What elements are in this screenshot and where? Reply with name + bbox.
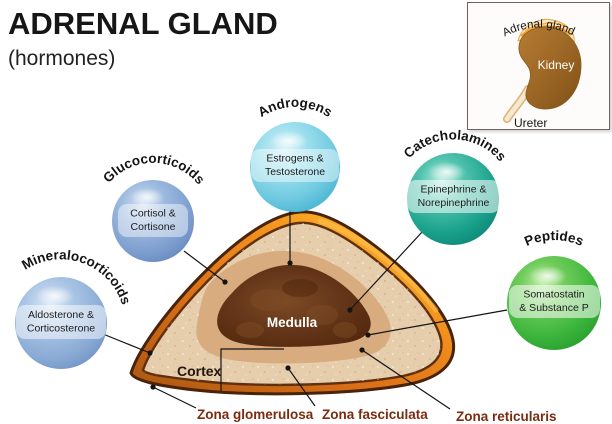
page-subtitle: (hormones) xyxy=(8,46,116,70)
kidney-shape xyxy=(518,26,582,110)
sphere-shine xyxy=(529,266,567,286)
ureter-tube-inner xyxy=(504,86,531,122)
medulla-label: Medulla xyxy=(267,315,318,330)
hormone-pill xyxy=(251,149,339,182)
hormone-line1: Estrogens & xyxy=(266,153,323,165)
hormone-pill xyxy=(407,180,500,213)
kidney-inset-illustration: Adrenal gland Kidney Ureter xyxy=(501,18,582,130)
hormone-ball-mineralocorticoids: Aldosterone & Corticosterone Mineralocor… xyxy=(15,247,134,369)
leader-line-mineralocorticoids xyxy=(102,333,151,354)
page-title: ADRENAL GLAND xyxy=(8,6,278,41)
title-block: ADRENAL GLAND (hormones) xyxy=(8,6,278,71)
ball-title-peptides: Peptides xyxy=(522,228,586,249)
inset-ureter-label: Ureter xyxy=(514,116,547,129)
zona-glomerulosa-label: Zona glomerulosa xyxy=(197,407,314,422)
cortex-bracket-line xyxy=(220,348,284,391)
pointer-dot-glucocorticoids xyxy=(222,279,228,285)
zona-fasciculata-label: Zona fasciculata xyxy=(322,407,428,422)
hormone-line2: Norepinephrine xyxy=(418,197,490,209)
pointer-dot-zona-glomerulosa xyxy=(150,384,156,390)
hormone-ball-peptides: Somatostatin & Substance P Peptides xyxy=(507,228,601,350)
hormone-line2: Testosterone xyxy=(265,166,325,178)
sphere-shine xyxy=(428,162,466,182)
hormone-pill xyxy=(118,204,188,237)
leader-line-zona-fasciculata xyxy=(287,367,316,407)
hormone-line2: Corticosterone xyxy=(27,323,95,335)
hormone-line2: & Substance P xyxy=(519,302,588,314)
hormone-line1: Aldosterone & xyxy=(28,309,94,321)
inset-kidney-label: Kidney xyxy=(538,58,575,72)
pointer-dot-zona-reticularis xyxy=(359,347,365,353)
leader-line-glucocorticoids xyxy=(183,250,226,283)
pointer-dot-zona-fasciculata xyxy=(285,365,291,371)
pointer-dot-catecholamines xyxy=(347,307,353,313)
capsule-highlight xyxy=(317,218,439,313)
kidney-inset-panel: Adrenal gland Kidney Ureter xyxy=(467,2,610,130)
ball-title-androgens: Androgens xyxy=(255,95,335,120)
sphere-shine xyxy=(270,131,308,151)
hormone-line1: Epinephrine & xyxy=(421,184,487,196)
pointer-dot-peptides xyxy=(365,332,371,338)
medulla-mottling xyxy=(236,279,357,338)
leader-lines xyxy=(102,211,508,410)
leader-line-peptides xyxy=(367,309,508,336)
sphere-shine xyxy=(130,188,164,206)
cortex-label: Cortex xyxy=(177,363,222,379)
leader-line-zona-reticularis xyxy=(361,349,451,410)
zona-labels: Zona glomerulosa Zona fasciculata Zona r… xyxy=(197,407,557,424)
hormone-line1: Cortisol & xyxy=(130,208,176,220)
hormone-ball-glucocorticoids: Cortisol & Cortisone Glucocorticoids xyxy=(100,151,208,262)
gland-cross-section: Medulla Cortex xyxy=(129,210,456,396)
leader-line-catecholamines xyxy=(349,230,424,311)
adrenal-cap-stripe2 xyxy=(524,22,568,32)
leader-line-zona-glomerulosa xyxy=(152,386,197,409)
hormone-line2: Cortisone xyxy=(131,221,176,233)
hormone-ball-androgens: Estrogens & Testosterone Androgens xyxy=(250,95,340,212)
hormone-pill xyxy=(509,285,600,318)
pointer-dot-androgens xyxy=(287,260,293,266)
pointer-dot-mineralocorticoids xyxy=(147,350,153,356)
hormone-ball-catecholamines: Epinephrine & Norepinephrine Catecholami… xyxy=(401,127,509,245)
hormone-line1: Somatostatin xyxy=(523,289,584,301)
zona-reticularis-label: Zona reticularis xyxy=(456,409,557,424)
sphere-shine xyxy=(36,286,74,306)
hormone-pill xyxy=(16,305,106,339)
